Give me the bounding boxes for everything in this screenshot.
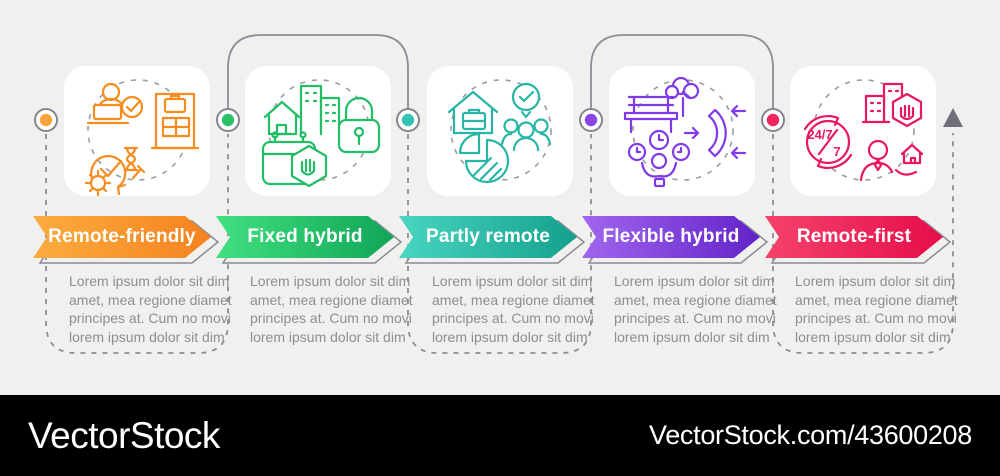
home-briefcase-icon [447,90,499,135]
call-arrows-icon [683,104,747,160]
icon-card-remote-friendly [64,66,210,196]
vectorstock-url: VectorStock.com/43600208 [648,420,972,450]
flow-connector-layer [34,34,963,354]
step-arrow-flexible-hybrid [582,216,769,264]
flow-loop-top-4 [590,34,774,108]
process-cycle-gear-icon [84,146,146,196]
watermark-bar: VectorStock VectorStock.com/43600208 [0,395,1000,476]
person-schedules-icon [627,129,691,188]
step-arrow-remote-friendly [33,216,220,264]
office-restricted-icon [861,82,923,128]
around-the-clock-icon: 24/7 7 [803,114,853,170]
decorative-dashed-circle [632,79,734,181]
step-dot-4 [579,108,603,132]
step-label: Partly remote [425,226,551,247]
icon-card-flexible-hybrid [609,66,755,196]
icon-card-remote-first: 24/7 7 [790,66,936,196]
calendar-stop-hand-icon [261,131,328,188]
step-arrow-fixed-hybrid [216,216,403,264]
step-dot-3 [396,108,420,132]
icon-card-partly-remote [427,66,573,196]
team-approved-icon [500,82,552,152]
svg-text:24/7: 24/7 [807,127,832,142]
padlock-icon [337,96,381,154]
person-home-icon [859,139,924,182]
flow-loop-bottom-1 [45,134,229,354]
park-bench-tree-icon [623,76,700,134]
flow-loop-top-2 [227,34,409,108]
flow-loop-bottom-3 [407,134,592,354]
step-dot-2 [216,108,240,132]
pie-chart-icon [458,132,510,184]
svg-text:7: 7 [833,144,840,159]
flow-end-arrow-icon [943,108,963,127]
vectorstock-logo: VectorStock [28,414,220,456]
step-label: Fixed hybrid [247,226,363,247]
flow-loop-bottom-5 [772,133,954,354]
step-dot-1 [34,108,58,132]
step-label: Remote-friendly [48,226,196,247]
decorative-dashed-circle [450,79,552,181]
remote-worker-check-icon [86,82,144,125]
step-dot-5 [761,108,785,132]
icon-card-fixed-hybrid [245,66,391,196]
step-label: Flexible hybrid [602,226,740,247]
step-label: Remote-first [796,226,912,247]
office-building-icon [150,92,200,150]
step-arrow-remote-first [765,216,952,264]
home-office-buildings-icon [263,84,341,136]
step-arrow-partly-remote [399,216,586,264]
